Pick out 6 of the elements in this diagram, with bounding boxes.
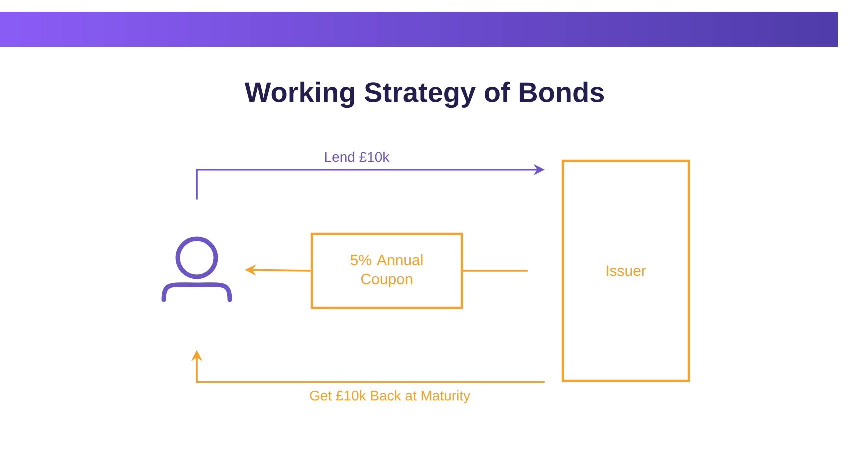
- issuer-box: Issuer: [562, 160, 690, 382]
- person-icon: [162, 236, 232, 302]
- process-box: 5% Annual Coupon: [310, 232, 464, 310]
- title: Working Strategy of Bonds: [244, 82, 604, 108]
- edge-label: Get £10k Back at Maturity: [308, 389, 472, 405]
- edge-label: Lend £10k: [323, 150, 391, 164]
